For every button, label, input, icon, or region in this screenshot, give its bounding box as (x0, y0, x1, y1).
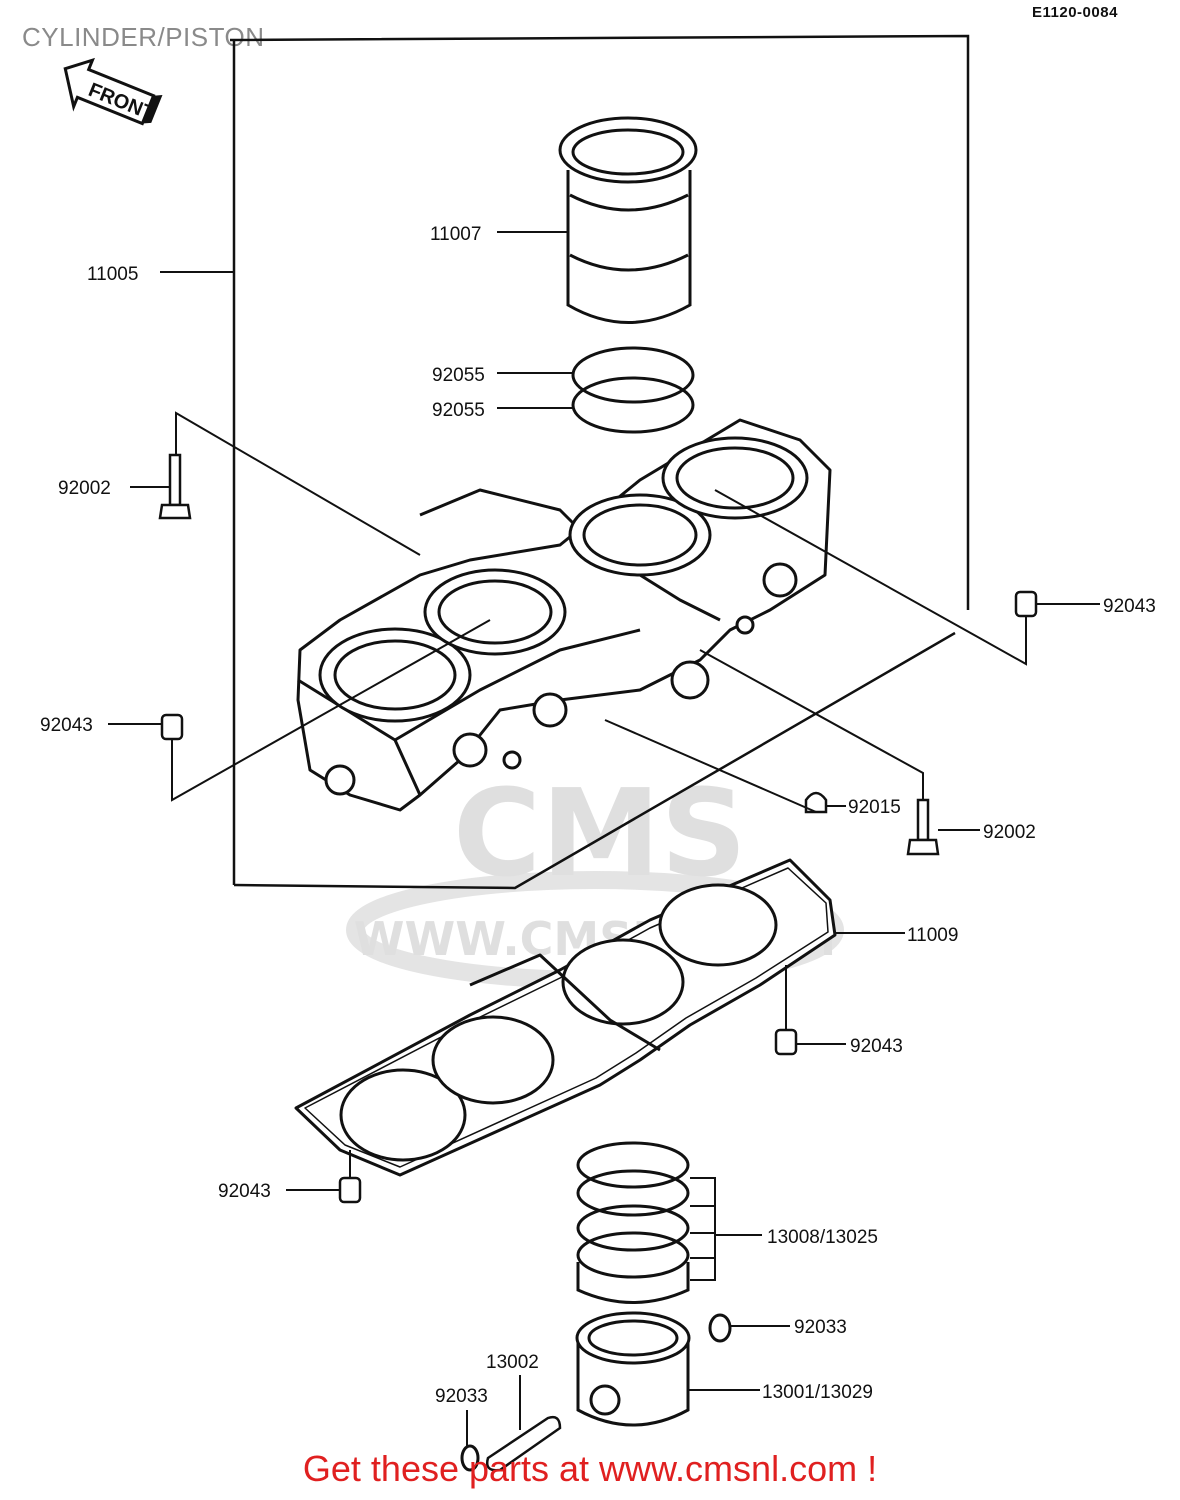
label-cap-nut: 92015 (848, 797, 901, 818)
cylinder-group-bracket (229, 34, 970, 890)
front-arrow: FRONT (63, 57, 163, 126)
base-gasket (294, 858, 837, 1177)
label-dowel-right-bottom: 92043 (850, 1036, 903, 1057)
piston (575, 1311, 691, 1427)
piston-pin (486, 1415, 562, 1472)
label-cylinder-block: 11005 (87, 264, 138, 285)
piston-rings (576, 1141, 690, 1304)
watermark-logo: CMS (453, 765, 747, 904)
label-stud-right: 92002 (983, 822, 1036, 843)
label-dowel-left: 92043 (40, 715, 93, 736)
stud-right (906, 798, 940, 856)
stud-left (158, 453, 192, 520)
o-rings (571, 346, 695, 434)
label-dowel-right-top: 92043 (1103, 596, 1156, 617)
label-dowel-bottom-left: 92043 (218, 1181, 271, 1202)
cap-nut (804, 791, 828, 814)
label-piston-rings: 13008/13025 (767, 1227, 878, 1248)
label-o-ring-upper: 92055 (432, 365, 485, 386)
cylinder-liner (558, 116, 698, 324)
label-cylinder-liner: 11007 (430, 224, 481, 245)
label-circlip-right: 92033 (794, 1317, 847, 1338)
page-title: CYLINDER/PISTON (22, 22, 265, 52)
label-base-gasket: 11009 (907, 925, 958, 946)
label-stud-left: 92002 (58, 478, 111, 499)
label-o-ring-lower: 92055 (432, 400, 485, 421)
diagram-code: E1120-0084 (1032, 4, 1118, 21)
label-piston-pin: 13002 (486, 1352, 539, 1373)
circlips (460, 1313, 732, 1472)
footer-link-text[interactable]: Get these parts at www.cmsnl.com ! (302, 1448, 878, 1489)
leader-lines (108, 231, 1100, 1446)
label-piston: 13001/13029 (762, 1382, 873, 1403)
cylinder-block (296, 418, 832, 812)
label-circlip-left: 92033 (435, 1386, 488, 1407)
